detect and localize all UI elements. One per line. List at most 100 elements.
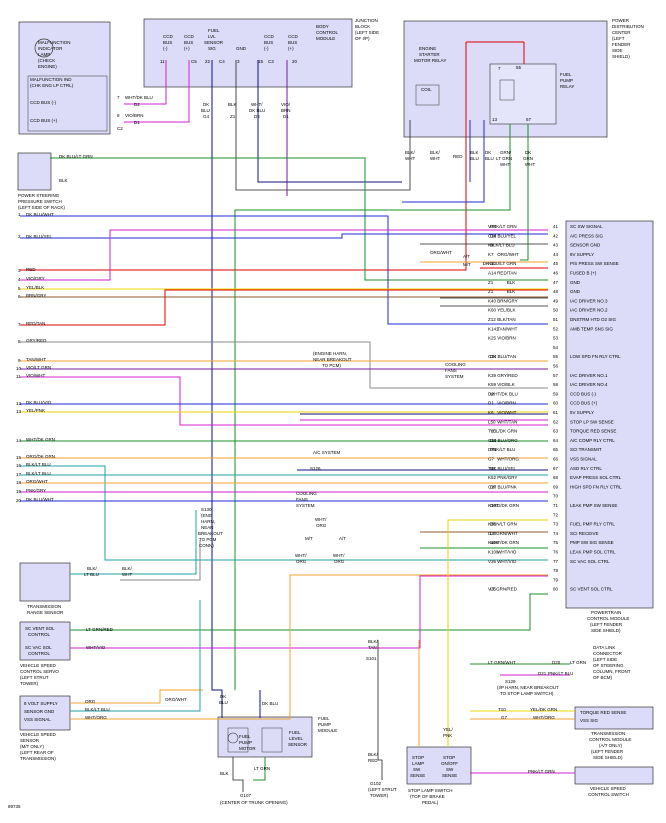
vss-box [19,695,71,731]
text-174: SC VAC SOL [25,645,52,650]
pcm-pin-num-51: 51 [553,317,559,322]
text-67: STARTER [419,52,440,57]
text-83: BLU [470,156,479,161]
pcm-pin-num-61: 61 [553,410,559,415]
pcm-pin-name-60: CCD BUS (+) [570,401,598,406]
pcm-pin-num-53: 53 [553,336,559,341]
text-75: 13 [492,117,498,122]
text-85: BLU [485,156,494,161]
text-186: BLK/LT BLU [85,707,110,712]
text-71: PUMP [560,78,573,83]
text-178: VEHICLE SPEED [20,663,57,668]
pcm-pin-cav-59: D2 [488,391,494,396]
pcm-pin-cav-43: K4 [488,243,494,248]
fuel-pump-module-box [217,716,313,758]
text-121: DK BLU/VIO [26,400,52,405]
text-235: COLUMN, FRONT [593,669,631,674]
text-254: (LEFT FENDER [591,749,624,754]
stop-lamp-switch-box [406,746,472,785]
text-94: POWER STEERING [18,193,60,198]
text-50: G4 [203,114,210,119]
text-175: CONTROL [28,651,50,656]
pcm-pin-num-65: 65 [553,447,559,452]
pcm-pin-name-71: LEAK PMP SW SENSE [570,503,617,508]
text-23: CCD [163,34,173,39]
text-19: OF I/P) [355,36,370,41]
text-1: INDICATOR [38,46,63,51]
text-21: CONTROL [316,30,338,35]
pcm-pin-num-56: 56 [553,364,559,369]
text-165: ORG [334,559,345,564]
text-109: 7 [18,322,21,327]
text-242: S129 [505,679,516,684]
pcm-pin-num-79: 79 [553,577,559,582]
pcm-pin-cav-58: K59 [488,382,497,387]
vac-sol [70,575,548,649]
pcm-pin-num-50: 50 [553,308,559,313]
pcm-pin-num-68: 68 [553,475,559,480]
text-248: WHT/ORG [533,715,555,720]
pcm-pin-wire-42: DK BLU/YEL [490,233,517,238]
text-217: TOWER) [370,793,389,798]
pcm-pin-wire-47: BLK [507,280,516,285]
text-161: A/T [339,536,346,541]
text-80: WHT [430,156,440,161]
text-192: (LEFT REAR OF [20,750,54,755]
pcm-pin-num-69: 69 [553,484,559,489]
text-240: D21 [538,671,547,676]
pcm-pin-num-55: 55 [553,354,559,359]
pcm-pin-num-80: 80 [553,587,559,592]
pcm-pin-name-57: IAC DRIVER NO.1 [570,373,608,378]
pcm-pin-name-74: SCI RECEIVE [570,531,599,536]
text-193: TRANSMISSION) [20,756,56,761]
pcm-pin-wire-57: GRY/RED [497,373,518,378]
mil-lamp-icon [34,38,54,58]
text-90: GRN [523,156,533,161]
pcm-pin-cav-63: T10 [488,429,496,434]
text-160: M/T [305,536,313,541]
text-144: FANS [445,368,457,373]
pcm-pin-num-77: 77 [553,559,559,564]
text-260: CONTROL MODULE [587,616,629,621]
pcm-pin-name-43: SENSOR GND [570,243,601,248]
pcm-pin-wire-60: VIO/BRN [497,401,516,406]
pcm-pin-num-76: 76 [553,550,559,555]
text-206: BLK [220,771,229,776]
text-252: CONTROL MODULE [589,737,631,742]
fuel-level-sig [211,60,223,718]
pcm-pin-cav-57: K39 [488,373,497,378]
text-55: D2 [254,114,260,119]
pcm-pin-cav-44: K7 [488,252,494,257]
text-261: (LEFT FENDER [590,622,623,627]
pcm-pin-name-63: TORQUE RED SENSE [570,429,616,434]
text-53: WHT/ [251,102,263,107]
text-216: (LEFT STRUT [368,787,397,792]
text-153: HARN, [201,519,215,524]
pcm-pin-cav-53: K25 [488,336,497,341]
text-100: 2 [18,234,21,239]
text-189: VEHICLE SPEED [20,732,57,737]
text-152: (ENG [201,513,213,518]
text-203: FUEL [239,734,251,739]
text-145: SYSTEM [445,374,464,379]
pcm-pin-cav-68: K52 [488,475,497,480]
text-244: TO STOP LAMP SWITCH) [500,691,554,696]
pcm-pin-num-74: 74 [553,531,559,536]
pcm-pin-wire-61: VIO/WHT [497,410,516,415]
pcm-pin-name-41: SC SW SIGNAL [570,224,603,229]
text-159: ORG [316,523,327,528]
text-117: VIO/LT GRN [26,365,51,370]
coil-box [415,84,440,106]
pcm-pin-name-49: IAC DRIVER NO.3 [570,298,608,303]
text-230: PEDAL) [422,800,439,805]
text-97: DK BLU/WHT [26,212,54,217]
text-251: TRANSMISSION [591,731,625,736]
pcm-pin-name-75: PMP SW SIG SENSE [570,540,614,545]
text-137: ORG/WHT [430,250,452,255]
ccd-plus-mil [124,60,190,123]
pcm-pin-name-50: IAC DRIVER NO.2 [570,308,608,313]
text-31: SENSOR [204,40,224,45]
text-6: (CHK ENG LP CTRL) [30,83,74,88]
text-87: LT GRN [496,156,512,161]
text-184: VSS SIGNAL [24,717,51,722]
